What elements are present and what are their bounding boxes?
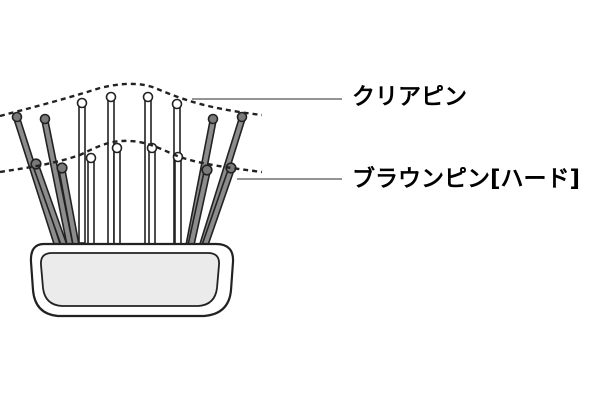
clear-pin — [146, 142, 158, 245]
clear-pin — [76, 97, 88, 244]
clear-pin — [172, 151, 184, 245]
clear-pin — [85, 152, 97, 245]
brush-cushion-base — [29, 242, 235, 318]
clear-pin — [111, 142, 123, 245]
pins-front-row — [30, 142, 237, 246]
clear-pin-label: クリアピン — [352, 84, 467, 110]
clear-pin-tip-line — [0, 82, 263, 118]
brown-pin-tip-line — [0, 139, 263, 174]
brown-pin-label: ブラウンピン[ハード] — [352, 166, 581, 192]
